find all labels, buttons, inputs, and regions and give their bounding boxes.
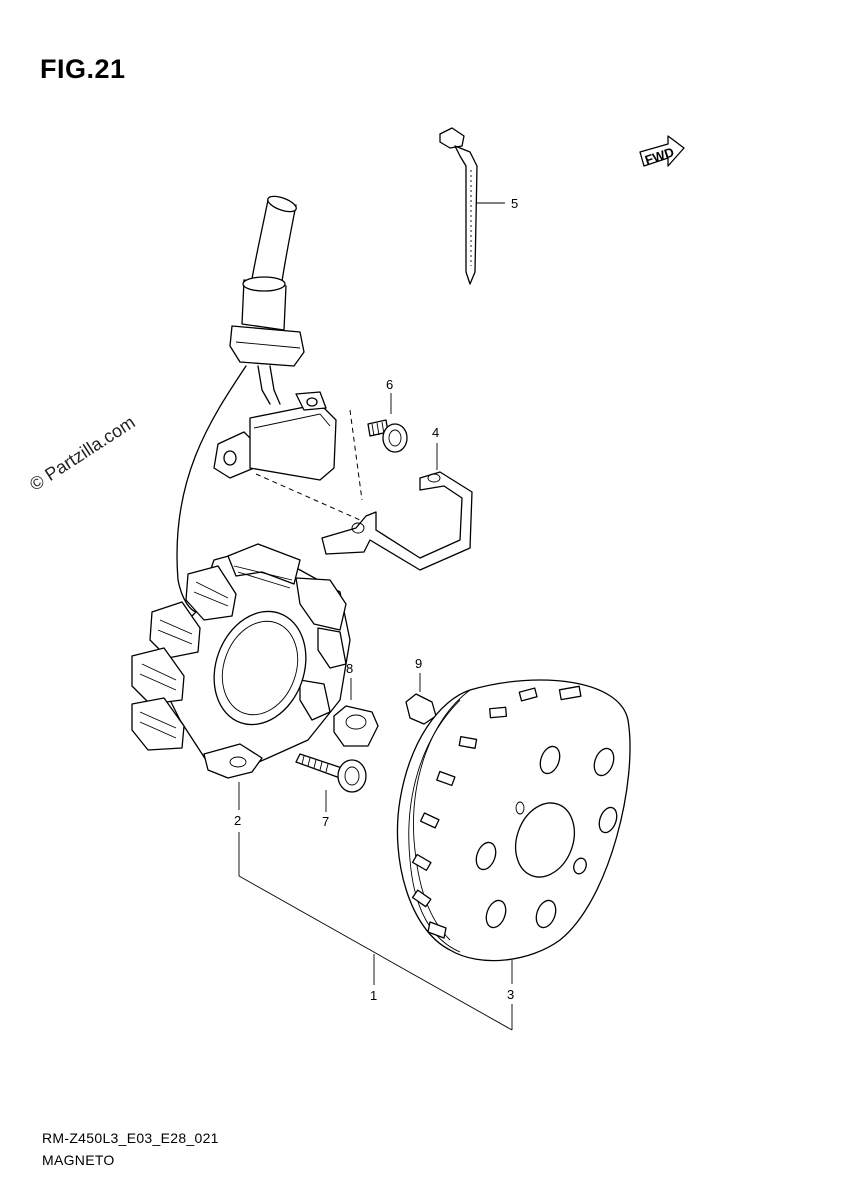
washer-part-8 [333, 678, 379, 747]
figure-title: FIG.21 [40, 54, 126, 84]
fwd-arrow-icon: FWD [639, 135, 685, 168]
key-part-9 [405, 673, 437, 725]
stator-wire-harness [176, 195, 305, 613]
pickup-coil [213, 391, 361, 521]
cable-tie-part-5 [439, 127, 505, 285]
callout-1: 1 [370, 988, 377, 1003]
callout-2: 2 [234, 813, 241, 828]
callout-3: 3 [507, 987, 514, 1002]
assembly-leader-lines [238, 832, 513, 1031]
stator-part-2 [131, 543, 351, 810]
callout-7: 7 [322, 814, 329, 829]
bracket-part-4 [321, 443, 473, 571]
callout-5: 5 [511, 196, 518, 211]
model-code: RM-Z450L3_E03_E28_021 [42, 1130, 219, 1146]
callout-labels: 1 2 3 4 5 6 7 8 9 [234, 196, 518, 1003]
callout-9: 9 [415, 656, 422, 671]
bolt-part-7 [295, 753, 367, 812]
fwd-label: FWD [643, 144, 676, 167]
section-name: MAGNETO [42, 1152, 115, 1168]
callout-6: 6 [386, 377, 393, 392]
screw-part-6 [349, 393, 408, 501]
callout-4: 4 [432, 425, 439, 440]
callout-8: 8 [346, 661, 353, 676]
rotor-part-3 [396, 679, 631, 984]
